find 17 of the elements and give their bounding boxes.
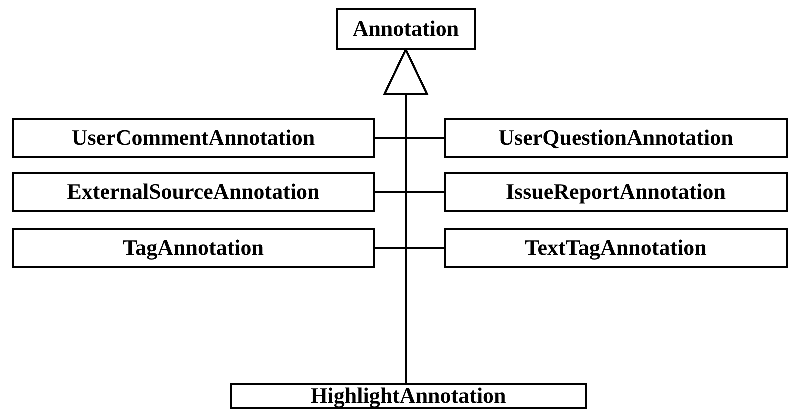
class-box: [444, 118, 788, 158]
class-box: [12, 118, 375, 158]
inheritance-arrow: [384, 49, 428, 383]
class-name: UserQuestionAnnotation: [498, 125, 734, 151]
class-name: TagAnnotation: [122, 235, 264, 261]
class-box: [336, 8, 476, 50]
class-box: [12, 228, 375, 268]
class-name: IssueReportAnnotation: [506, 179, 726, 205]
class-name: TextTagAnnotation: [525, 235, 707, 261]
class-box: [12, 172, 375, 212]
class-name: UserCommentAnnotation: [72, 125, 316, 151]
class-box: [444, 172, 788, 212]
class-name: Annotation: [352, 16, 460, 42]
class-box: [444, 228, 788, 268]
class-box: [230, 383, 587, 409]
class-name: ExternalSourceAnnotation: [67, 179, 320, 205]
class-name: HighlightAnnotation: [310, 383, 506, 409]
